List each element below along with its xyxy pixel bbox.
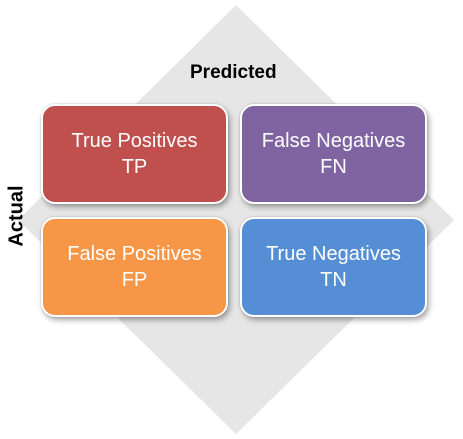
false-positives-cell: False Positives FP [41, 217, 228, 317]
predicted-axis-label: Predicted [190, 62, 277, 83]
false-positives-title: False Positives [67, 243, 202, 265]
false-negatives-abbr: FN [320, 156, 347, 178]
true-positives-title: True Positives [71, 130, 198, 152]
false-negatives-title: False Negatives [261, 130, 406, 152]
true-negatives-title: True Negatives [266, 243, 401, 265]
actual-axis-label: Actual [5, 185, 28, 247]
true-positives-cell: True Positives TP [41, 104, 228, 204]
true-positives-abbr: TP [121, 156, 148, 178]
false-positives-abbr: FP [121, 269, 148, 291]
diamond-shape [18, 5, 454, 434]
false-negatives-cell: False Negatives FN [240, 104, 427, 204]
true-negatives-cell: True Negatives TN [240, 217, 427, 317]
true-negatives-abbr: TN [320, 269, 347, 291]
